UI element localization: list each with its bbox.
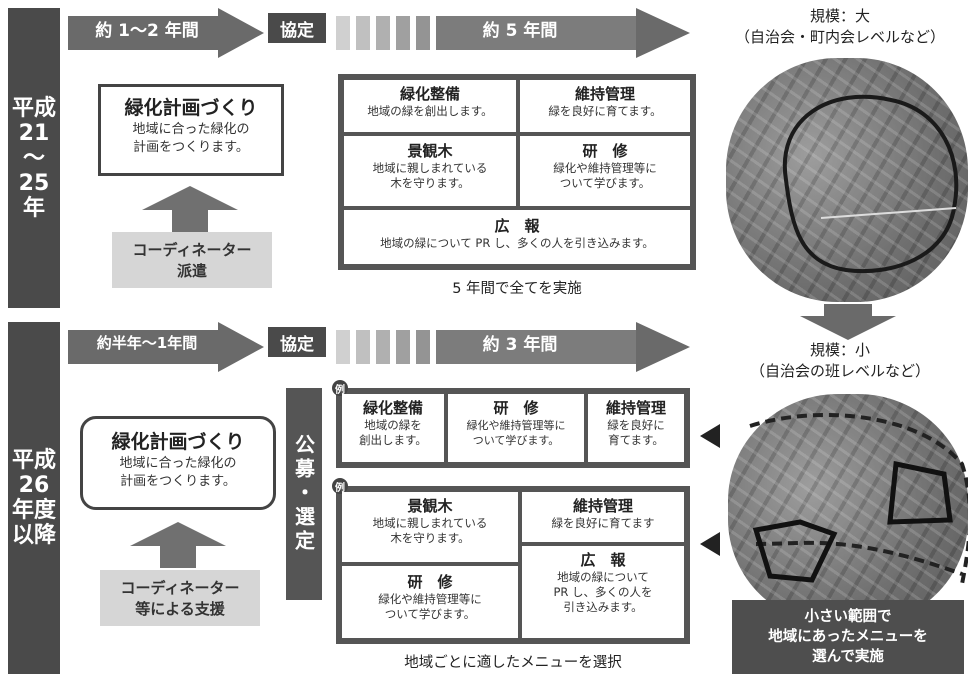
menu-title: 維持管理 — [572, 497, 633, 515]
example1-cell-1: 緑化整備 地域の緑を 創出します。 — [342, 394, 444, 462]
map-small-photo — [728, 394, 968, 626]
menu-title: 研 修 — [407, 573, 453, 591]
planning-duration-top: 約 1〜2 年間 — [95, 20, 199, 41]
menu-desc: 地域の緑を 創出します。 — [359, 418, 427, 447]
menu-title: 維持管理 — [574, 85, 635, 103]
example2-cell-1: 景観木 地域に親しまれている 木を守ります。 — [342, 492, 518, 562]
small-scope-box: 小さい範囲で 地域にあったメニューを 選んで実施 — [732, 600, 964, 674]
planning-desc-bottom: 地域に合った緑化の 計画をつくります。 — [119, 456, 237, 489]
planning-desc-top: 地域に合った緑化の 計画をつくります。 — [132, 122, 250, 155]
menu-desc: 地域の緑を創出します。 — [367, 104, 493, 118]
menu-title: 広 報 — [494, 217, 540, 235]
planning-duration-bottom: 約半年〜1年間 — [96, 333, 198, 352]
planning-box-top: 緑化計画づくり 地域に合った緑化の 計画をつくります。 — [98, 84, 284, 176]
menu-desc: 地域に親しまれている 木を守ります。 — [372, 516, 488, 545]
menu-desc: 地域の緑について PR し、多くの人を引き込みます。 — [380, 236, 654, 250]
implementation-duration-top: 約 5 年間 — [482, 20, 558, 41]
planning-title-top: 緑化計画づくり — [124, 97, 258, 119]
small-scope-text: 小さい範囲で 地域にあったメニューを 選んで実施 — [768, 609, 928, 665]
menu-desc: 緑を良好に育てます。 — [548, 104, 662, 118]
selection-text: 公募・選定 — [291, 434, 316, 554]
menu-cell-top-1: 緑化整備 地域の緑を創出します。 — [344, 80, 516, 132]
implementation-arrow-top — [336, 8, 690, 58]
menu-cell-top-5: 広 報 地域の緑について PR し、多くの人を引き込みます。 — [344, 210, 690, 264]
up-arrow-top — [142, 186, 238, 232]
era-label-bottom: 平成 26 年度 以降 — [8, 322, 60, 674]
menu-title: 緑化整備 — [362, 399, 423, 417]
menu-desc: 地域の緑について PR し、多くの人を 引き込みます。 — [553, 570, 653, 614]
scale-label-top: 規模：大 （自治会・町内会レベルなど） — [734, 7, 945, 46]
menu-desc: 緑を良好に育てます — [551, 516, 655, 530]
menu-desc: 緑化や維持管理等に ついて学びます。 — [466, 419, 566, 447]
menu-title: 広 報 — [580, 551, 626, 569]
agreement-label-bottom: 協定 — [268, 327, 326, 357]
scale-label-bottom: 規模：小 （自治会の班レベルなど） — [749, 341, 930, 380]
menu-title: 景観木 — [407, 497, 453, 515]
menu-desc: 緑化や維持管理等に ついて学びます。 — [553, 161, 657, 190]
menu-desc: 地域に親しまれている 木を守ります。 — [372, 161, 488, 190]
implementation-arrow-bottom — [336, 322, 690, 372]
menu-title: 研 修 — [493, 399, 539, 417]
menu-cell-top-3: 景観木 地域に親しまれている 木を守ります。 — [344, 136, 516, 206]
example-badge-2: 例 — [332, 478, 348, 494]
example-badge-1: 例 — [332, 380, 348, 396]
example2-cell-4: 広 報 地域の緑について PR し、多くの人を 引き込みます。 — [522, 546, 684, 638]
map-boundary-small — [700, 412, 968, 585]
up-arrow-bottom — [130, 522, 226, 568]
example2-cell-2: 維持管理 緑を良好に育てます — [522, 492, 684, 542]
note-bottom: 地域ごとに適したメニューを選択 — [404, 655, 622, 671]
planning-title-bottom: 緑化計画づくり — [111, 431, 245, 453]
example1-cell-3: 維持管理 緑を良好に 育てます。 — [588, 394, 684, 462]
coordinator-bottom: コーディネーター 等による支援 — [100, 570, 260, 626]
menu-title: 緑化整備 — [399, 85, 460, 103]
menu-cell-top-2: 維持管理 緑を良好に育てます。 — [520, 80, 690, 132]
menu-title: 景観木 — [407, 142, 453, 160]
note-top: 5 年間で全てを実施 — [452, 281, 582, 297]
down-arrow-scale — [800, 304, 896, 340]
planning-duration-arrow-top — [68, 8, 264, 58]
agreement-label-top: 協定 — [268, 13, 326, 43]
planning-duration-arrow-bottom — [68, 322, 264, 372]
era-text-bottom: 平成 26 年度 以降 — [11, 448, 56, 548]
menu-title: 研 修 — [582, 142, 628, 160]
menu-cell-top-4: 研 修 緑化や維持管理等に ついて学びます。 — [520, 136, 690, 206]
implementation-duration-bottom: 約 3 年間 — [482, 334, 558, 355]
menu-desc: 緑を良好に 育てます。 — [607, 418, 665, 447]
coordinator-top: コーディネーター 派遣 — [112, 232, 272, 288]
era-label-top: 平成 21 〜 25 年 — [8, 8, 60, 308]
menu-title: 維持管理 — [605, 399, 666, 417]
map-boundary-large — [782, 94, 959, 274]
example1-cell-2: 研 修 緑化や維持管理等に ついて学びます。 — [448, 394, 584, 462]
menu-desc: 緑化や維持管理等に ついて学びます。 — [378, 592, 482, 621]
selection-label: 公募・選定 — [286, 388, 322, 600]
planning-box-bottom: 緑化計画づくり 地域に合った緑化の 計画をつくります。 — [80, 416, 276, 510]
example2-cell-3: 研 修 緑化や維持管理等に ついて学びます。 — [342, 566, 518, 638]
era-text-top: 平成 21 〜 25 年 — [11, 95, 56, 221]
